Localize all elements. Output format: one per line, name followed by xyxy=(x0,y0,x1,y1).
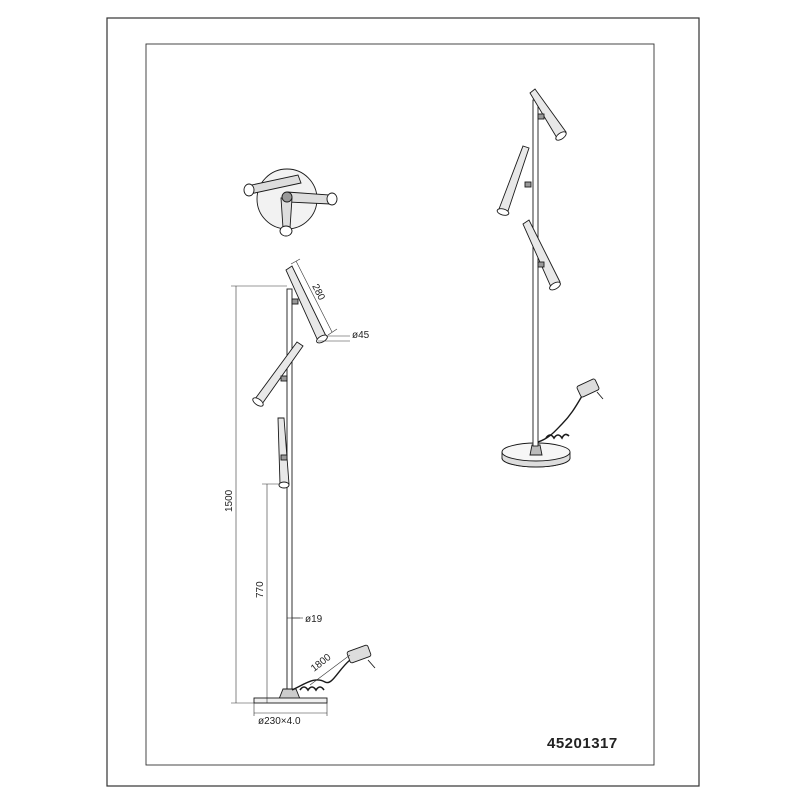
perspective-spot-middle xyxy=(498,145,530,212)
side-view-spot-middle-lens xyxy=(252,397,264,407)
top-view-arm-down xyxy=(280,197,293,229)
perspective-view xyxy=(496,88,604,468)
perspective-joint-top xyxy=(537,113,545,120)
dim-arm-length: 280 xyxy=(309,282,327,302)
top-view-head-down xyxy=(279,225,293,237)
side-view-pole xyxy=(286,288,293,690)
side-view-spot-lower-lens xyxy=(278,481,290,489)
perspective-spot-top-lens xyxy=(555,131,567,141)
perspective-cable-coil xyxy=(545,433,570,440)
top-view-head-left xyxy=(243,183,255,197)
dim-cable-length: 1800 xyxy=(309,652,334,675)
dim-total-height: 1500 xyxy=(224,489,235,512)
outer-frame xyxy=(106,17,700,787)
dim-lower-height: 770 xyxy=(255,581,266,598)
side-view-plug xyxy=(346,644,372,664)
inner-frame xyxy=(145,43,655,766)
perspective-plug-prong xyxy=(596,391,604,400)
dim-head-diameter: ø45 xyxy=(352,330,370,341)
dim-pole-diameter: ø19 xyxy=(305,614,323,625)
side-view-base-foot xyxy=(278,688,301,700)
side-view-spot-middle xyxy=(254,341,304,405)
side-view-plug-prong xyxy=(367,659,376,669)
side-view-cable xyxy=(291,659,351,691)
dimension-lines xyxy=(231,258,351,716)
side-view-joint-middle xyxy=(280,375,288,382)
perspective-plug xyxy=(576,378,600,398)
article-number: 45201317 xyxy=(547,735,618,752)
perspective-joint-middle xyxy=(524,181,532,188)
perspective-base-foot xyxy=(529,444,543,456)
top-view-arm-right xyxy=(286,191,331,205)
perspective-spot-middle-lens xyxy=(496,208,510,216)
top-view-pole xyxy=(281,191,293,203)
side-view-base xyxy=(253,697,328,704)
perspective-spot-lower xyxy=(522,219,561,288)
perspective-joint-lower xyxy=(537,261,545,268)
side-view-cable-coil xyxy=(299,686,325,692)
perspective-pole xyxy=(532,99,539,447)
perspective-spot-lower-lens xyxy=(549,281,561,291)
top-view-head-right xyxy=(326,192,338,206)
dim-base: ø230×4.0 xyxy=(258,716,301,727)
side-view-joint-top xyxy=(291,298,299,305)
side-view-joint-lower xyxy=(280,454,288,461)
top-view xyxy=(243,168,338,237)
